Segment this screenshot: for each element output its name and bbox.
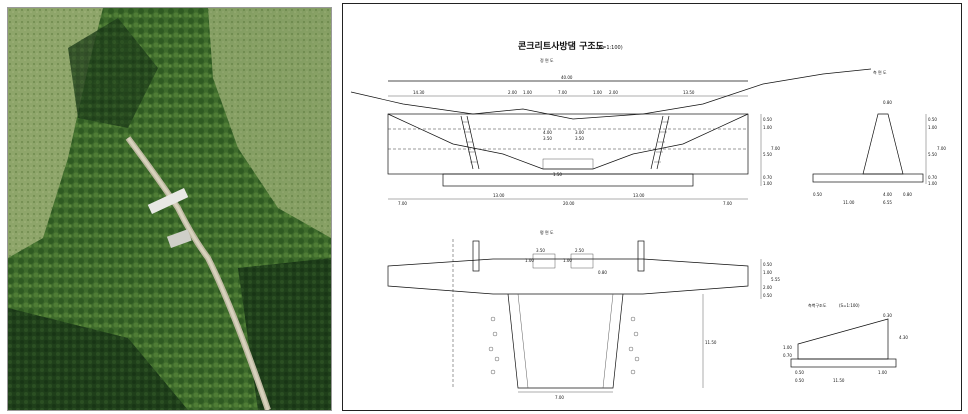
side-right-dim-5: 0.70 — [928, 175, 937, 180]
engineering-drawing: 콘크리트사방댐 구조도 (S=1:100) 정 면 도 40.00 14.30 … — [342, 3, 962, 411]
dim-top-6: 2.00 — [609, 90, 618, 95]
side-right-dim-4: 7.00 — [937, 146, 946, 151]
side-right-dim-6: 1.00 — [928, 181, 937, 186]
plan-bottom-dim: 7.00 — [555, 395, 564, 400]
dim-top-2: 2.00 — [508, 90, 517, 95]
side-view-label: 측 면 도 — [873, 69, 887, 75]
ss-dim-5: 11.50 — [833, 378, 845, 383]
side-bottom-dim-5: 0.80 — [903, 192, 912, 197]
dim-bottom-2: 13.00 — [493, 193, 505, 198]
side-right-dim-3: 5.50 — [928, 152, 937, 157]
mark-5: 1.50 — [553, 172, 562, 177]
aerial-photo — [7, 7, 332, 411]
mark-1: 4.00 — [543, 130, 552, 135]
ss-dim-3: 1.00 — [783, 345, 792, 350]
side-structure-view: 측벽구조도 (S=1:100) 0.30 4.30 1.00 0.70 11.5… — [783, 302, 908, 383]
side-bottom-dim-4: 4.00 — [883, 192, 892, 197]
dim-top-5: 1.00 — [593, 90, 602, 95]
ss-dim-4: 0.70 — [783, 353, 792, 358]
drawing-title: 콘크리트사방댐 구조도 — [518, 40, 605, 52]
dim-bottom-4: 13.00 — [633, 193, 645, 198]
dim-bottom-5: 7.00 — [723, 201, 732, 206]
side-bottom-dim-2: 11.00 — [843, 200, 855, 205]
side-view: 측 면 도 0.80 0.50 1.00 5.50 7.00 0.70 1.00… — [812, 69, 946, 205]
side-structure-label: 측벽구조도 — [808, 302, 827, 308]
dim-top-3: 1.00 — [523, 90, 532, 95]
aerial-photo-image — [8, 8, 331, 411]
right-dim-1: 0.50 — [763, 117, 772, 122]
mark-3: 3.50 — [543, 136, 552, 141]
side-structure-scale: (S=1:100) — [839, 303, 860, 308]
side-bottom-dim-3: 6.55 — [883, 200, 892, 205]
plan-dim-1: 3.50 — [536, 248, 545, 253]
plan-dim-3: 1.00 — [525, 258, 534, 263]
dim-bottom-3: 20.00 — [563, 201, 575, 206]
plan-right-dim-3: 5.55 — [771, 277, 780, 282]
ss-dim-6: 1.00 — [878, 370, 887, 375]
right-dim-3: 5.50 — [763, 152, 772, 157]
right-dim-6: 1.00 — [763, 181, 772, 186]
plan-view: 평 면 도 3.50 2.50 1.00 1.00 0.80 7.00 11.5… — [387, 229, 780, 400]
front-view-label: 정 면 도 — [540, 57, 554, 63]
dim-top-1: 14.30 — [413, 90, 425, 95]
mark-4: 3.50 — [575, 136, 584, 141]
plan-right-dim-2: 1.00 — [763, 270, 772, 275]
dim-bottom-1: 7.00 — [398, 201, 407, 206]
side-right-dim-1: 0.50 — [928, 117, 937, 122]
ss-dim-2: 4.30 — [899, 335, 908, 340]
ss-dim-8: 0.50 — [795, 378, 804, 383]
dim-top-7: 13.50 — [683, 90, 695, 95]
right-dim-2: 1.00 — [763, 125, 772, 130]
dim-top-4: 7.00 — [558, 90, 567, 95]
front-view: 40.00 14.30 2.00 1.00 7.00 1.00 2.00 13.… — [350, 68, 872, 206]
ss-dim-7: 0.50 — [795, 370, 804, 375]
plan-view-label: 평 면 도 — [540, 229, 554, 235]
plan-right-dim-4: 2.00 — [763, 285, 772, 290]
plan-dim-4: 1.00 — [563, 258, 572, 263]
plan-dim-2: 2.50 — [575, 248, 584, 253]
plan-right-dim-5: 0.50 — [763, 293, 772, 298]
side-right-dim-2: 1.00 — [928, 125, 937, 130]
ss-dim-1: 0.30 — [883, 313, 892, 318]
plan-height-dim: 11.50 — [705, 340, 717, 345]
plan-right-dim-1: 0.50 — [763, 262, 772, 267]
plan-dim-5: 0.80 — [598, 270, 607, 275]
drawing-scale: (S=1:100) — [597, 45, 623, 51]
side-bottom-dim-1: 0.50 — [813, 192, 822, 197]
drawing-canvas: 콘크리트사방댐 구조도 (S=1:100) 정 면 도 40.00 14.30 … — [350, 40, 946, 400]
total-width-dim: 40.00 — [561, 75, 573, 80]
right-dim-4: 7.00 — [771, 146, 780, 151]
side-top-dim: 0.80 — [883, 100, 892, 105]
right-dim-5: 0.70 — [763, 175, 772, 180]
mark-2: 3.00 — [575, 130, 584, 135]
